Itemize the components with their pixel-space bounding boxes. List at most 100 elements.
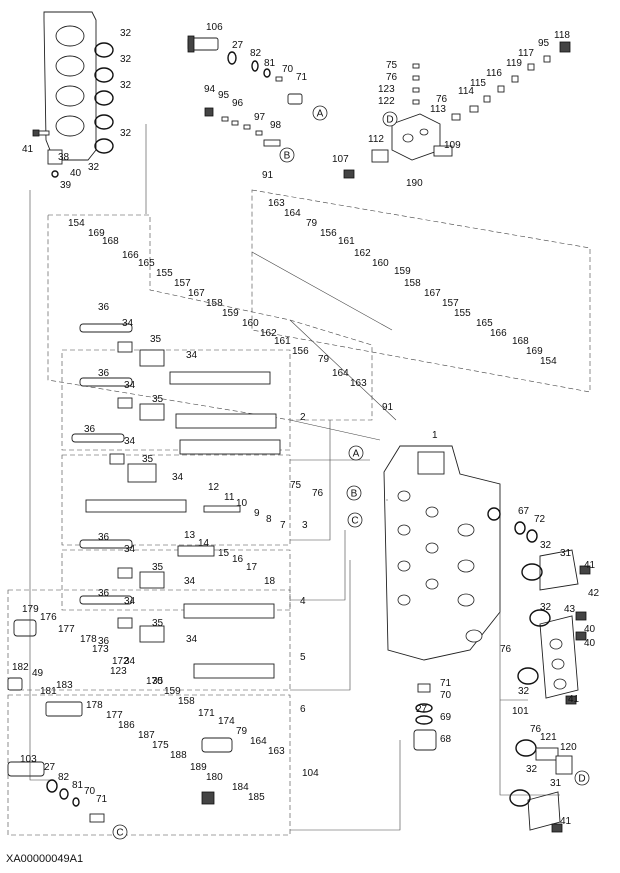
valve-120: [535, 747, 573, 775]
part-label-157: 157: [442, 298, 459, 309]
part-label-71: 71: [96, 794, 108, 805]
part-label-177: 177: [58, 624, 75, 635]
part-label-40: 40: [70, 168, 82, 179]
part-label-165: 165: [476, 318, 493, 329]
part-label-31: 31: [560, 548, 572, 559]
part-label-123: 123: [378, 84, 395, 95]
part-label-70: 70: [84, 786, 96, 797]
bolt-41-top: [32, 129, 50, 137]
connector-circle-a: [348, 445, 364, 461]
group-box-91: [251, 189, 591, 393]
part-label-49: 49: [32, 668, 44, 679]
part-label-183: 183: [56, 680, 73, 691]
part-label-67: 67: [518, 506, 530, 517]
part-label-40: 40: [584, 638, 596, 649]
part-label-35: 35: [152, 618, 164, 629]
part-label-182: 182: [12, 662, 29, 673]
side-plate-lower: [527, 791, 563, 833]
part-label-27: 27: [416, 704, 428, 715]
part-label-185: 185: [248, 792, 265, 803]
part-label-12: 12: [208, 482, 220, 493]
part-label-189: 189: [190, 762, 207, 773]
plug-182: [7, 677, 23, 691]
part-label-115: 115: [470, 78, 486, 89]
part-label-154: 154: [540, 356, 557, 367]
part-label-18: 18: [264, 576, 276, 587]
part-label-32: 32: [540, 602, 552, 613]
part-label-166: 166: [490, 328, 507, 339]
part-label-164: 164: [284, 208, 301, 219]
part-label-180: 180: [206, 772, 223, 783]
part-label-160: 160: [372, 258, 389, 269]
connector-circle-d: [382, 111, 398, 127]
group-box-3: [61, 454, 291, 546]
part-label-156: 156: [292, 346, 309, 357]
part-label-156: 156: [320, 228, 337, 239]
connector-label-d: D: [386, 115, 393, 126]
part-label-9: 9: [254, 508, 260, 519]
part-label-159: 159: [222, 308, 239, 319]
part-label-178: 178: [86, 700, 103, 711]
part-label-120: 120: [560, 742, 577, 753]
part-label-36: 36: [98, 588, 110, 599]
spool-row-3: [71, 433, 281, 483]
connector-circle-b: [279, 147, 295, 163]
part-label-27: 27: [232, 40, 244, 51]
part-label-91: 91: [382, 402, 394, 413]
part-label-34: 34: [124, 544, 136, 555]
part-label-181: 181: [40, 686, 57, 697]
part-label-79: 79: [236, 726, 248, 737]
connector-label-b: B: [351, 489, 358, 500]
part-label-162: 162: [260, 328, 277, 339]
cover-plate: [43, 11, 97, 165]
part-label-174: 174: [218, 716, 235, 727]
part-label-179: 179: [22, 604, 39, 615]
part-label-116: 116: [486, 68, 502, 79]
part-label-32: 32: [120, 28, 132, 39]
part-label-161: 161: [338, 236, 355, 247]
connector-label-a: A: [353, 449, 360, 460]
part-label-176: 176: [40, 612, 57, 623]
part-label-158: 158: [178, 696, 195, 707]
plug-106: [187, 35, 219, 53]
part-label-187: 187: [138, 730, 155, 741]
part-label-70: 70: [440, 690, 452, 701]
part-label-41: 41: [560, 816, 572, 827]
part-label-1: 1: [432, 430, 438, 441]
part-label-166: 166: [122, 250, 139, 261]
part-label-164: 164: [250, 736, 267, 747]
part-label-7: 7: [280, 520, 286, 531]
plug-180: [201, 791, 215, 805]
part-label-71: 71: [296, 72, 308, 83]
connector-label-a: A: [317, 109, 324, 120]
part-label-76: 76: [436, 94, 448, 105]
o-rings-32-right: [509, 563, 551, 807]
plug-179: [13, 619, 37, 637]
part-label-167: 167: [424, 288, 441, 299]
part-label-175: 175: [152, 740, 169, 751]
part-label-112: 112: [368, 134, 384, 145]
part-label-17: 17: [246, 562, 258, 573]
part-label-159: 159: [164, 686, 181, 697]
part-label-168: 168: [512, 336, 529, 347]
part-label-39: 39: [60, 180, 72, 191]
spool-94-98: [204, 107, 281, 147]
part-label-155: 155: [454, 308, 471, 319]
rings-27-82-81: [227, 51, 283, 82]
part-label-34: 34: [124, 656, 136, 667]
group-box-spool-set: [47, 214, 373, 421]
part-label-15: 15: [218, 548, 230, 559]
rings-103-set: [46, 779, 105, 823]
part-label-81: 81: [72, 780, 84, 791]
part-label-2: 2: [300, 412, 306, 423]
part-label-34: 34: [124, 436, 136, 447]
part-label-34: 34: [172, 472, 184, 483]
part-label-113: 113: [430, 104, 446, 115]
part-label-163: 163: [268, 746, 285, 757]
part-label-160: 160: [242, 318, 259, 329]
connector-label-d: D: [578, 774, 585, 785]
part-label-163: 163: [350, 378, 367, 389]
connector-label-c: C: [116, 828, 123, 839]
part-label-107: 107: [332, 154, 349, 165]
part-label-171: 171: [198, 708, 215, 719]
